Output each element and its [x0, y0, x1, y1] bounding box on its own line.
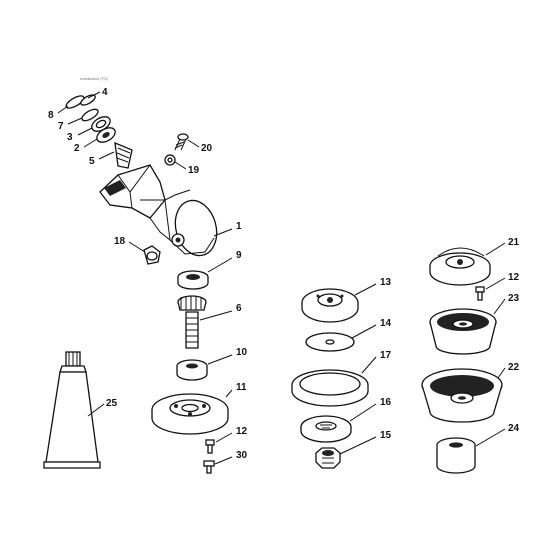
- callout-24: 24: [508, 423, 520, 434]
- part-thrust-plate-11: [151, 393, 229, 435]
- part-grease-tube-25: [43, 351, 101, 469]
- callout-1: 1: [236, 221, 242, 232]
- callout-3: 3: [67, 132, 73, 143]
- part-plate-16: [300, 415, 352, 443]
- callout-21: 21: [508, 237, 520, 248]
- callout-23: 23: [508, 293, 520, 304]
- part-plug-18: [143, 245, 161, 265]
- callout-13: 13: [380, 277, 392, 288]
- callout-12-left: 12: [236, 426, 248, 437]
- callout-10: 10: [236, 347, 248, 358]
- callout-30: 30: [236, 450, 248, 461]
- callout-22: 22: [508, 362, 520, 373]
- callout-14: 14: [380, 318, 392, 329]
- part-screw-30: [203, 460, 215, 474]
- part-nut-15: [315, 447, 341, 469]
- part-washer-4: [80, 94, 96, 106]
- callout-6: 6: [236, 303, 242, 314]
- part-disc-17: [291, 369, 369, 407]
- callout-12-right: 12: [508, 272, 520, 283]
- part-screw-12-left: [205, 439, 215, 454]
- part-screw-20: [174, 133, 189, 151]
- callout-9: 9: [236, 250, 242, 261]
- part-bearing-9: [177, 270, 209, 290]
- part-ring-7: [81, 108, 99, 122]
- callout-15: 15: [380, 430, 392, 441]
- part-cover-21: [429, 247, 491, 286]
- part-gear-shaft-6: [177, 295, 207, 349]
- part-bearing-10: [176, 359, 208, 381]
- callout-25: 25: [106, 398, 118, 409]
- part-bushing-24: [436, 437, 476, 474]
- part-cup-22: [421, 368, 503, 423]
- callout-11: 11: [236, 382, 247, 393]
- part-plate-13: [301, 288, 359, 323]
- callout-19: 19: [188, 165, 200, 176]
- callout-labels: 4 8 7 3 2 5 20 19 1 18 9 6 10 11 12 30 2…: [48, 87, 520, 461]
- part-gear-housing-1: [99, 164, 218, 257]
- callout-18: 18: [114, 236, 126, 247]
- part-screw-12-right: [475, 286, 485, 301]
- callout-4: 4: [102, 87, 108, 98]
- callout-2: 2: [74, 143, 80, 154]
- callout-7: 7: [58, 121, 64, 132]
- part-washer-14: [305, 332, 355, 352]
- part-bevel-pinion-5: [114, 141, 133, 169]
- part-bearing-2: [96, 127, 116, 143]
- callout-5: 5: [89, 156, 95, 167]
- leader-lines: [57, 91, 506, 465]
- callout-16: 16: [380, 397, 392, 408]
- callout-20: 20: [201, 143, 213, 154]
- part-washer-19: [164, 154, 176, 166]
- callout-17: 17: [380, 350, 392, 361]
- part-cup-23: [429, 308, 497, 355]
- callout-8: 8: [48, 110, 54, 121]
- diagram-caption: Installation (FS): [80, 76, 109, 81]
